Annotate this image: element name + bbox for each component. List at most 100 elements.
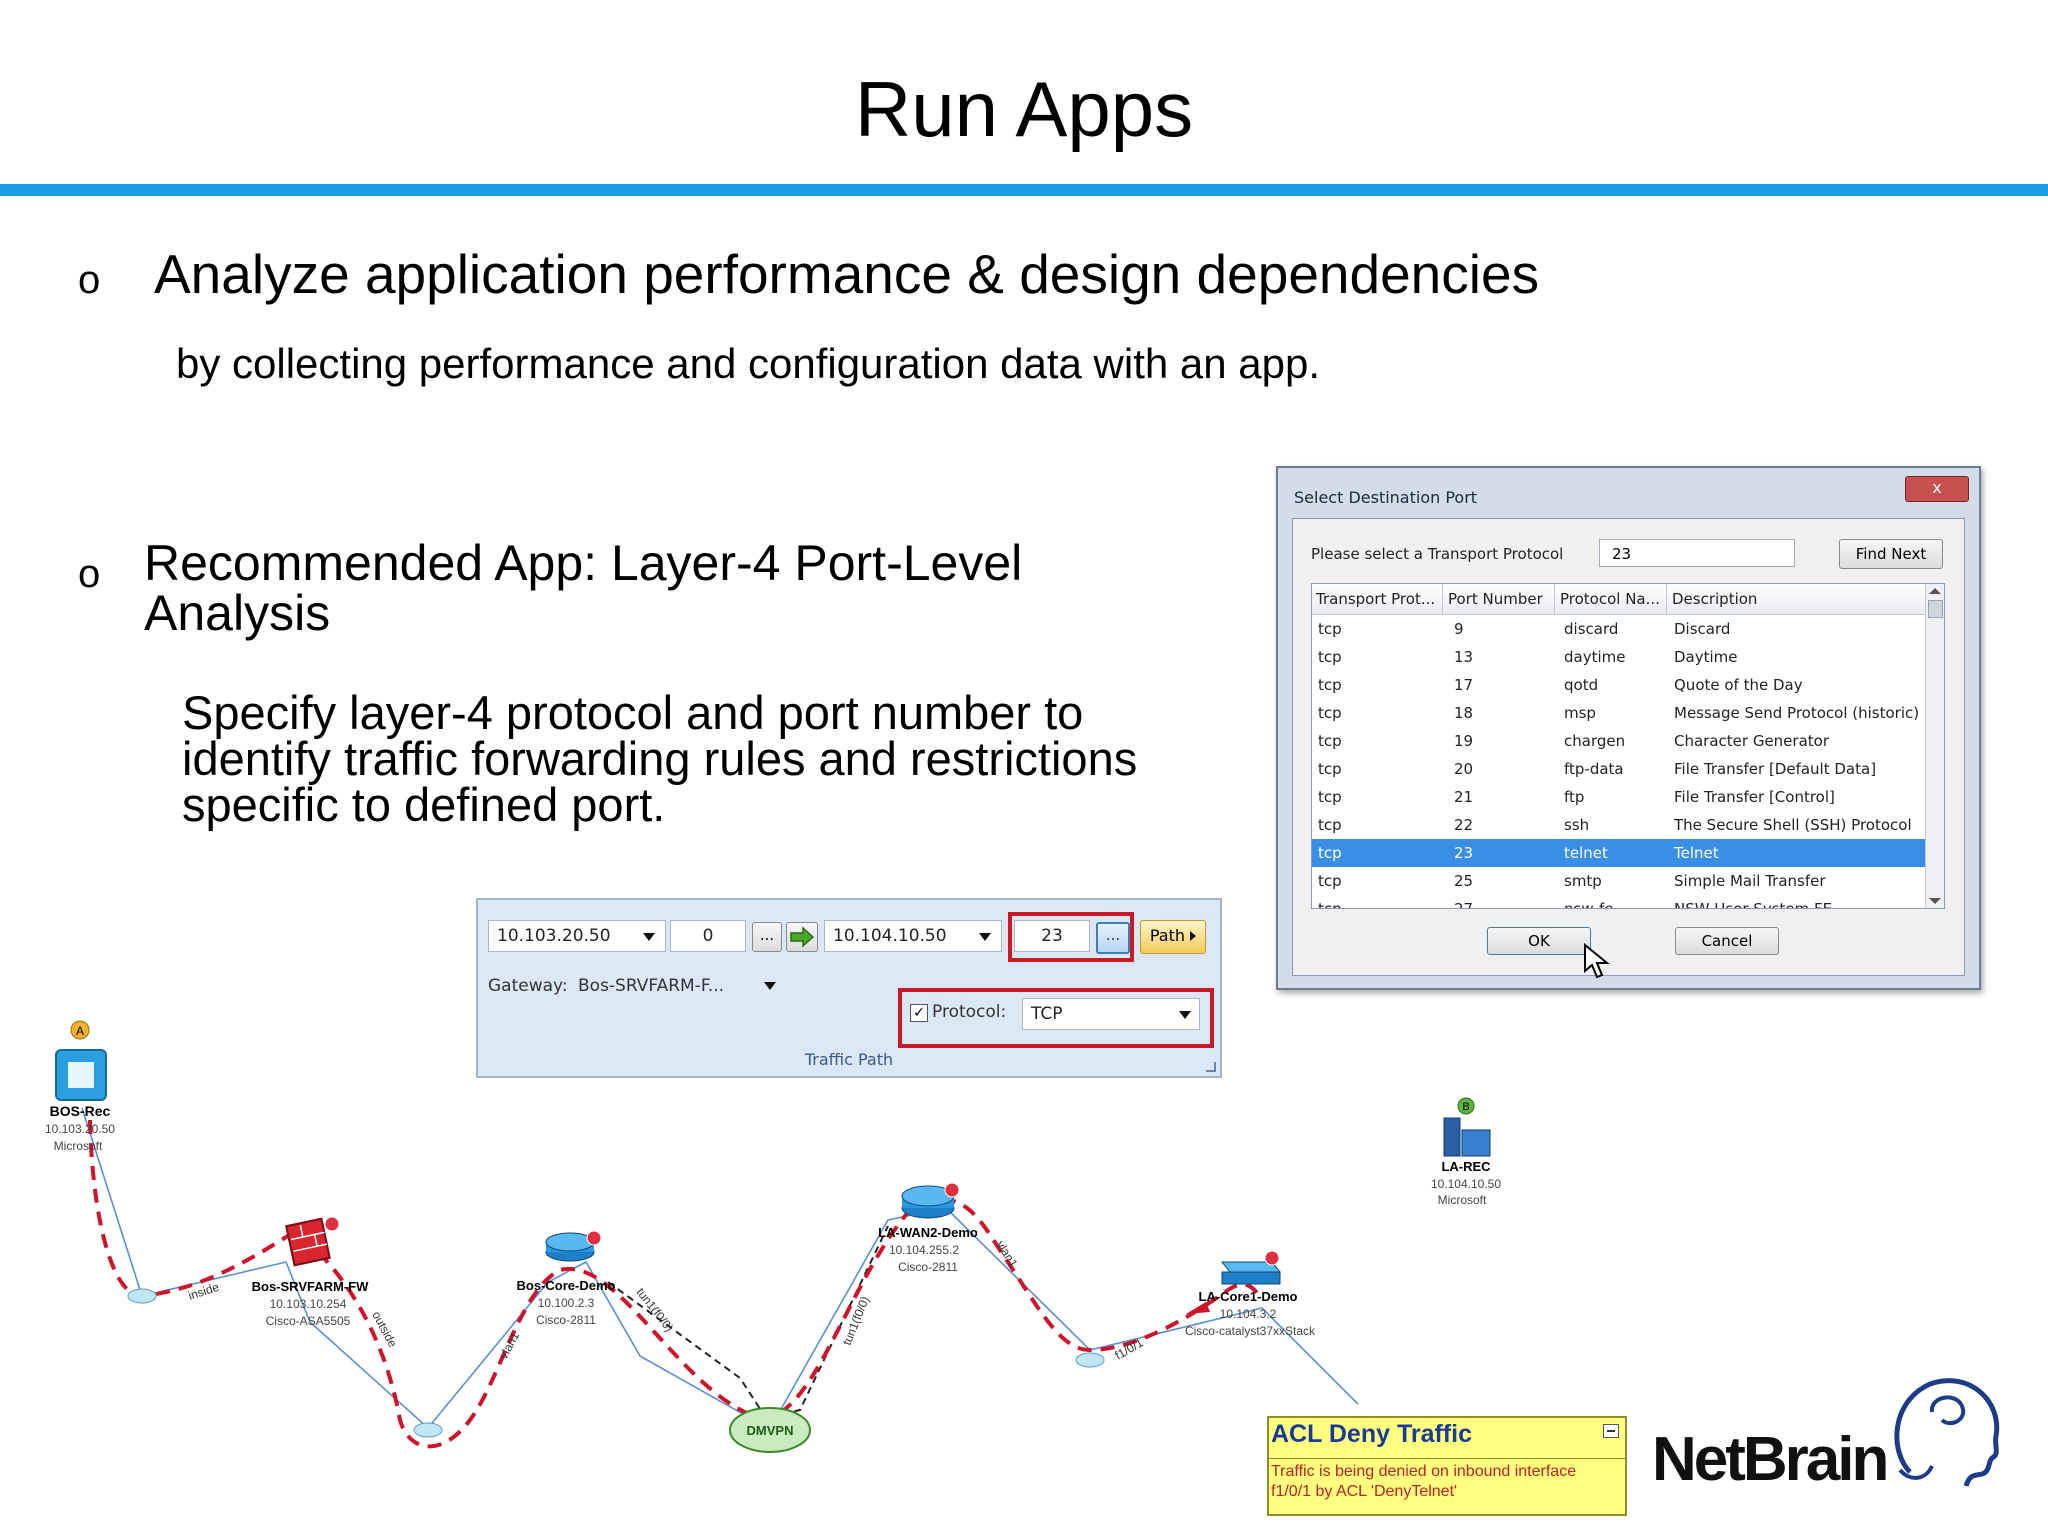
table-cell: smtp — [1564, 872, 1602, 890]
hub-nodes — [127, 1288, 1105, 1438]
play-icon — [1190, 931, 1197, 941]
chevron-down-icon[interactable] — [979, 933, 991, 941]
table-cell: msp — [1564, 704, 1596, 722]
link-label: outside — [369, 1309, 400, 1350]
table-cell: 18 — [1454, 704, 1474, 722]
acl-message: Traffic is being denied on inbound inter… — [1271, 1462, 1576, 1502]
table-cell: ftp — [1564, 788, 1585, 806]
protocol-label: Protocol: — [932, 1002, 1007, 1022]
column-divider — [1554, 584, 1555, 614]
hub-icon[interactable] — [127, 1288, 157, 1304]
node-model: Cisco-2811 — [536, 1313, 596, 1327]
bos-rec-node[interactable]: A BOS-Rec 10.103.20.50 Microsoft — [45, 1020, 115, 1153]
group-label: Traffic Path — [804, 1050, 894, 1069]
la-core1-node[interactable]: LA-Core1-Demo 10.104.3.2 Cisco-catalyst3… — [1185, 1250, 1316, 1338]
browse-port-button[interactable]: ... — [1096, 922, 1130, 954]
chevron-down-icon[interactable] — [764, 982, 776, 990]
table-cell: Character Generator — [1674, 732, 1829, 750]
destination-ip-input[interactable]: 10.104.10.50 — [824, 920, 1002, 952]
node-vendor: Microsoft — [1438, 1193, 1487, 1207]
node-ip: 10.104.255.2 — [889, 1243, 959, 1257]
table-cell: tcp — [1318, 648, 1342, 666]
table-header: Transport Prot... Port Number Protocol N… — [1312, 584, 1926, 615]
table-cell: 21 — [1454, 788, 1474, 806]
protocol-prompt-label: Please select a Transport Protocol — [1311, 545, 1564, 563]
chevron-down-icon[interactable] — [1179, 1011, 1191, 1019]
link-label: tun1(f0/0) — [840, 1294, 872, 1347]
traffic-path-line — [88, 1119, 1264, 1449]
expand-icon[interactable] — [1206, 1062, 1216, 1072]
hub-icon[interactable] — [1075, 1352, 1105, 1368]
table-cell: chargen — [1564, 732, 1626, 750]
source-port-input[interactable]: 0 — [670, 920, 746, 952]
table-scrollbar[interactable] — [1925, 584, 1944, 908]
table-cell: daytime — [1564, 648, 1626, 666]
node-ip: 10.104.3.2 — [1220, 1307, 1277, 1321]
dialog-body: Please select a Transport Protocol 23 Fi… — [1292, 518, 1965, 979]
node-name: LA-REC — [1441, 1159, 1491, 1174]
destination-port-input[interactable]: 23 — [1014, 920, 1090, 952]
la-rec-node[interactable]: B LA-REC 10.104.10.50 Microsoft — [1431, 1097, 1501, 1207]
firewall-node[interactable]: Bos-SRVFARM-FW 10.103.10.254 Cisco-ASA55… — [252, 1216, 369, 1328]
table-cell: Quote of the Day — [1674, 676, 1803, 694]
destination-ip-value: 10.104.10.50 — [833, 926, 947, 946]
select-destination-port-dialog: Select Destination Port x Please select … — [1276, 466, 1981, 990]
swap-direction-button[interactable] — [786, 922, 818, 952]
status-plus-icon — [944, 1182, 960, 1198]
acl-message-line: Traffic is being denied on inbound inter… — [1271, 1463, 1577, 1480]
cancel-button[interactable]: Cancel — [1675, 927, 1779, 955]
traffic-path-panel: 10.103.20.50 0 ... 10.104.10.50 23 ... P… — [476, 898, 1222, 1078]
minimize-icon[interactable] — [1603, 1424, 1619, 1438]
server-tower-icon — [1443, 1117, 1461, 1157]
tooltip-divider — [1269, 1458, 1625, 1459]
table-cell: tcp — [1318, 844, 1342, 862]
close-button[interactable]: x — [1905, 476, 1969, 502]
find-next-button[interactable]: Find Next — [1839, 539, 1943, 569]
table-cell: 20 — [1454, 760, 1474, 778]
bos-core-node[interactable]: Bos-Core-Demo 10.100.2.3 Cisco-2811 — [517, 1230, 616, 1327]
node-ip: 10.100.2.3 — [538, 1296, 595, 1310]
column-header[interactable]: Description — [1672, 590, 1758, 608]
scroll-down-icon[interactable] — [1929, 898, 1941, 904]
scroll-thumb[interactable] — [1928, 600, 1943, 618]
la-wan2-node[interactable]: LA-WAN2-Demo 10.104.255.2 Cisco-2811 — [878, 1182, 978, 1274]
gateway-value[interactable]: Bos-SRVFARM-F... — [578, 976, 725, 996]
hub-icon[interactable] — [413, 1422, 443, 1438]
physical-links — [81, 1107, 1359, 1430]
node-name: DMVPN — [747, 1423, 794, 1438]
port-search-input[interactable]: 23 — [1599, 539, 1795, 567]
path-button[interactable]: Path — [1140, 920, 1206, 954]
protocol-select[interactable]: TCP — [1022, 998, 1200, 1030]
path-button-label: Path — [1149, 926, 1186, 945]
browse-source-button[interactable]: ... — [752, 922, 782, 952]
column-header[interactable]: Port Number — [1448, 590, 1543, 608]
protocol-checkbox[interactable]: ✓ — [910, 1004, 928, 1022]
table-cell: tcp — [1318, 816, 1342, 834]
column-header[interactable]: Protocol Na... — [1560, 590, 1660, 608]
source-ip-input[interactable]: 10.103.20.50 — [488, 920, 666, 952]
link-label: inside — [187, 1280, 221, 1303]
chevron-down-icon[interactable] — [643, 933, 655, 941]
bullet-marker: o — [78, 258, 101, 302]
dmvpn-cloud-node[interactable]: DMVPN — [729, 1407, 811, 1453]
bullet-marker: o — [78, 552, 101, 596]
scroll-up-icon[interactable] — [1929, 588, 1941, 594]
acl-message-line: f1/0/1 by ACL 'DenyTelnet' — [1271, 1483, 1458, 1500]
ok-button[interactable]: OK — [1487, 927, 1591, 955]
node-model: Cisco-2811 — [898, 1260, 958, 1274]
table-cell: ssh — [1564, 816, 1590, 834]
node-badge: B — [1462, 1101, 1469, 1113]
column-header[interactable]: Transport Prot... — [1316, 590, 1436, 608]
node-ip: 10.103.20.50 — [45, 1122, 115, 1136]
